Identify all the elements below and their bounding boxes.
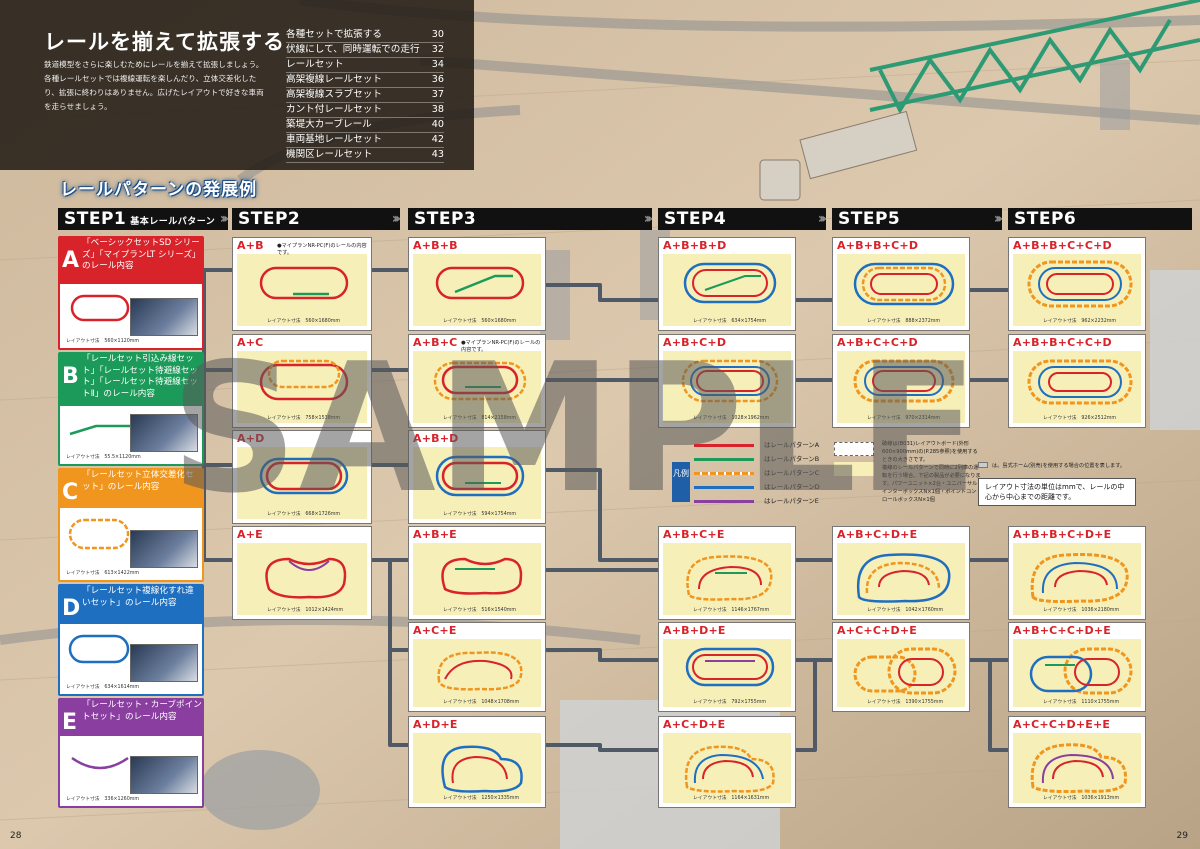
product-box-image: [130, 530, 198, 568]
intro-text: 鉄道模型をさらに楽しむためにレールを揃えて拡張しましょう。各種レールセットでは複…: [44, 60, 264, 111]
layout-card[interactable]: A+C+D+E レイアウト寸法 1164×1631mm: [658, 716, 796, 808]
track-diagram: [259, 266, 349, 300]
layout-card[interactable]: A+B+D レイアウト寸法 594×1754mm: [408, 430, 546, 524]
track-diagram: [441, 745, 523, 793]
track-diagram: [441, 557, 523, 595]
track-diagram: [435, 455, 525, 497]
layout-card[interactable]: A+B+B+D レイアウト寸法 634×1754mm: [658, 237, 796, 331]
layout-card[interactable]: A+C+C+D+E+E レイアウト寸法 1036×1913mm: [1008, 716, 1146, 808]
legend-row-e: はレールパターンE: [694, 496, 819, 508]
base-pattern-c[interactable]: C 「レールセット立体交差化セット」のレール内容 レイアウト寸法 613×142…: [58, 468, 204, 582]
track-diagram: [856, 553, 951, 603]
track-diagram: [265, 557, 347, 599]
base-pattern-e[interactable]: E 「レールセット・カーブポイントセット」のレール内容 レイアウト寸法 336×…: [58, 698, 204, 808]
track-diagram: [1027, 359, 1133, 405]
layout-card[interactable]: A+B+E レイアウト寸法 516×1540mm: [408, 526, 546, 620]
track-diagram: [686, 555, 773, 601]
intro-title: レールを揃えて拡張する: [44, 30, 285, 54]
step5-header: STEP5›››: [832, 208, 1003, 230]
product-box-image: [130, 298, 198, 336]
layout-card[interactable]: A+B+C+D+E レイアウト寸法 1042×1760mm: [832, 526, 970, 620]
track-diagram: [435, 266, 525, 300]
track-diagram: [685, 647, 775, 687]
track-diagram: [259, 359, 349, 401]
layout-card[interactable]: A+E レイアウト寸法 1012×1424mm: [232, 526, 372, 620]
track-diagram: [853, 647, 957, 695]
layout-color-sample: [834, 462, 874, 476]
base-pattern-a[interactable]: A 「ベーシックセットSD シリーズ」「マイプランLT シリーズ」のレール内容 …: [58, 236, 204, 350]
track-diagram: [681, 359, 779, 403]
layout-card[interactable]: A+D+E レイアウト寸法 1250×1335mm: [408, 716, 546, 808]
layout-card[interactable]: A+B+D+E レイアウト寸法 792×1755mm: [658, 622, 796, 712]
product-box-image: [130, 414, 198, 452]
layout-card[interactable]: A+B+C+C+D レイアウト寸法 970×2314mm: [832, 334, 970, 428]
track-diagram: [68, 518, 130, 550]
sample-watermark: SAMPLE: [170, 325, 979, 532]
step4-header: STEP4›››: [658, 208, 827, 230]
product-box-image: [130, 644, 198, 682]
track-diagram: [853, 359, 955, 403]
platform-sample: [978, 462, 988, 468]
track-diagram: [259, 457, 349, 495]
layout-card[interactable]: A+B+B レイアウト寸法 560×1680mm: [408, 237, 546, 331]
layout-card[interactable]: A+B ●マイプランNR-PC(F)のレールの内容です。 レイアウト寸法 560…: [232, 237, 372, 331]
track-diagram: [69, 424, 132, 436]
layout-card[interactable]: A+B+C+D レイアウト寸法 1028×1962mm: [658, 334, 796, 428]
pattern-section-title: レールパターンの発展例: [60, 180, 258, 200]
track-diagram: [1030, 553, 1129, 603]
layout-card[interactable]: A+B+B+C+C+D レイアウト寸法 926×2512mm: [1008, 334, 1146, 428]
layout-card[interactable]: A+C+E レイアウト寸法 1048×1708mm: [408, 622, 546, 712]
track-diagram: [1029, 647, 1133, 695]
layout-card[interactable]: A+C レイアウト寸法 758×1538mm: [232, 334, 372, 428]
track-diagram: [1027, 260, 1133, 308]
base-pattern-d[interactable]: D 「レールセット複線化すれ違いセット」のレール内容 レイアウト寸法 634×1…: [58, 584, 204, 696]
layout-card[interactable]: A+C+C+D+E レイアウト寸法 1390×1755mm: [832, 622, 970, 712]
track-diagram: [70, 294, 130, 322]
track-diagram: [68, 634, 130, 664]
track-diagram: [684, 745, 775, 793]
base-pattern-b[interactable]: B 「レールセット引込み線セット」「レールセット待避線セット」「レールセット待避…: [58, 352, 204, 466]
legend-row-d: はレールパターンD: [694, 482, 820, 494]
legend-row-c: はレールパターンC: [694, 468, 819, 480]
track-diagram: [437, 651, 523, 691]
board-outline-sample: [834, 442, 874, 456]
layout-card[interactable]: A+B+C ●マイプランNR-PC(F)のレールの内容です。 レイアウト寸法 8…: [408, 334, 546, 428]
track-diagram: [433, 361, 527, 401]
legend-row-a: はレールパターンA: [694, 440, 819, 452]
step3-header: STEP3›››: [408, 208, 653, 230]
product-box-image: [130, 756, 198, 794]
step6-header: STEP6: [1008, 208, 1192, 230]
page-number-left: 28: [10, 831, 22, 841]
layout-card[interactable]: A+B+C+C+D+E レイアウト寸法 1110×1755mm: [1008, 622, 1146, 712]
layout-card[interactable]: A+D レイアウト寸法 668×1726mm: [232, 430, 372, 524]
legend: 凡例 はレールパターンA はレールパターンB はレールパターンC はレールパター…: [660, 432, 1190, 516]
page-number-right: 29: [1176, 831, 1188, 841]
step2-header: STEP2›››: [232, 208, 401, 230]
intro-panel: レールを揃えて拡張する 鉄道模型をさらに楽しむためにレールを揃えて拡張しましょう…: [0, 0, 474, 170]
legend-tag: 凡例: [672, 462, 690, 502]
unit-note-box: レイアウト寸法の単位はmmで、レールの中心から中心までの距離です。: [978, 478, 1136, 506]
layout-card[interactable]: A+B+B+C+C+D レイアウト寸法 962×2232mm: [1008, 237, 1146, 331]
track-diagram: [71, 756, 129, 770]
layout-card[interactable]: A+B+B+C+D+E レイアウト寸法 1036×2180mm: [1008, 526, 1146, 620]
layout-card[interactable]: A+B+B+C+D レイアウト寸法 888×2372mm: [832, 237, 970, 331]
layout-card[interactable]: A+B+C+E レイアウト寸法 1146×1767mm: [658, 526, 796, 620]
legend-row-b: はレールパターンB: [694, 454, 819, 466]
track-diagram: [853, 262, 955, 306]
track-diagram: [683, 262, 777, 304]
track-diagram: [1030, 743, 1127, 793]
